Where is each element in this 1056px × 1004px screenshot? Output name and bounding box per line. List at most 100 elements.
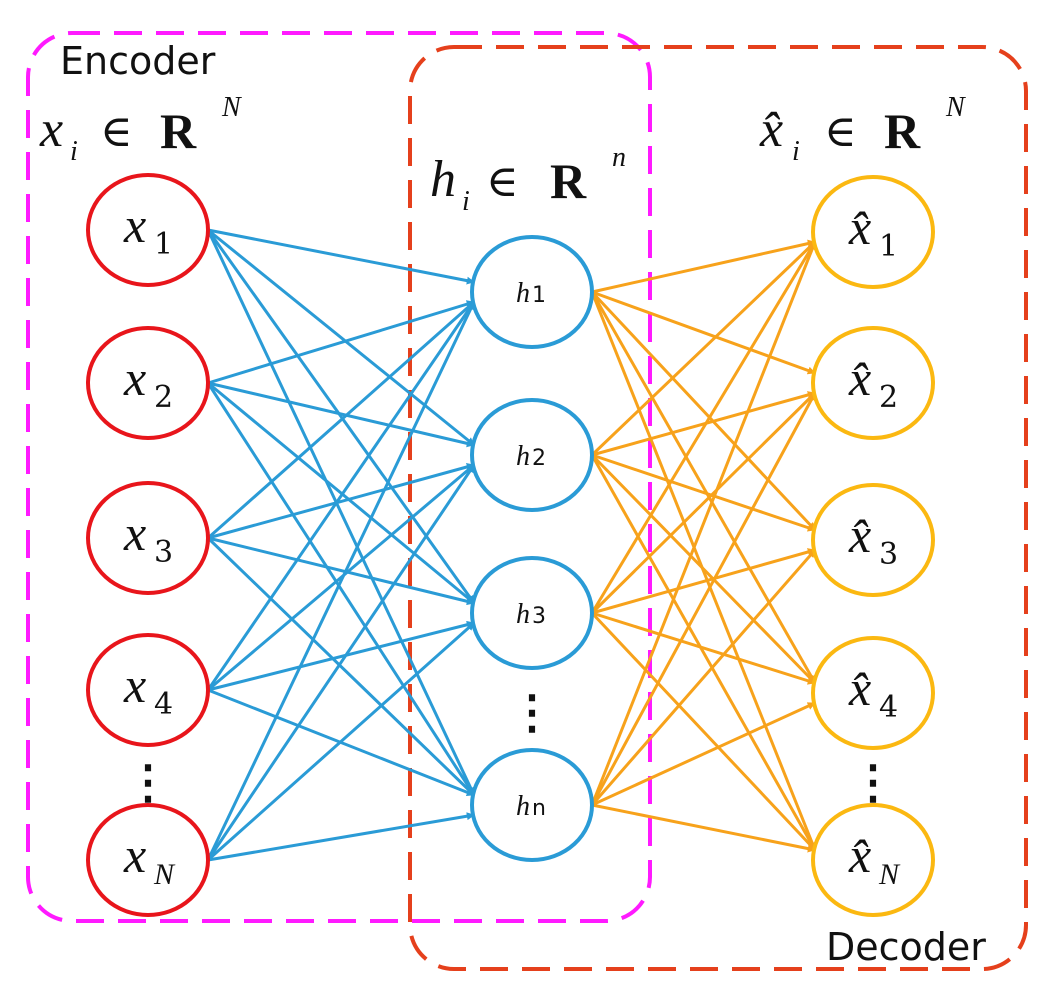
decoder-edge-4-3 <box>590 549 817 806</box>
decoder-edge-2-3 <box>591 453 816 532</box>
input-node-circle <box>86 173 210 287</box>
output-node-var: x̂ <box>848 507 871 563</box>
decoder-edge-1-3 <box>590 290 817 532</box>
encoder-edge-3-4 <box>206 536 476 797</box>
hidden-node-var: h <box>516 278 530 309</box>
output-node-5: x̂N <box>811 803 935 917</box>
decoder-edge-4-4 <box>591 701 816 807</box>
decoder-edge-2-2 <box>591 391 816 457</box>
input-space-sub: i <box>70 136 78 167</box>
hidden-node-sub: 1 <box>532 283 546 308</box>
input-node-circle <box>86 481 210 595</box>
input-node-circle <box>86 633 210 747</box>
encoder-edge-5-2 <box>206 464 476 861</box>
encoder-edge-5-1 <box>206 301 476 861</box>
hidden-space-in: ∈ <box>486 156 519 207</box>
encoder-edge-5-4 <box>207 812 475 862</box>
decoder-edge-2-5 <box>590 454 817 851</box>
decoder-edge-1-1 <box>591 239 816 294</box>
encoder-edge-2-3 <box>207 381 475 605</box>
decoder-edge-3-1 <box>590 241 817 614</box>
hidden-space-sup: n <box>612 142 626 173</box>
input-node-var: x <box>123 657 146 713</box>
encoder-edge-1-2 <box>207 228 475 447</box>
output-node-var: x̂ <box>848 827 871 883</box>
input-node-var: x <box>123 827 146 883</box>
encoder-edge-1-3 <box>206 229 476 604</box>
input-node-sub: 2 <box>154 380 173 415</box>
output-node-var: x̂ <box>848 660 871 716</box>
input-space-sup: N <box>221 92 242 123</box>
decoder-edge-4-2 <box>590 392 817 806</box>
output-node-circle <box>811 803 935 917</box>
output-node-circle <box>811 326 935 440</box>
encoder-edge-4-3 <box>207 620 475 692</box>
output-layer: x̂1x̂2x̂3x̂4x̂N <box>811 175 935 917</box>
decoder-edge-2-1 <box>590 240 817 457</box>
output-node-sub: 3 <box>879 537 898 572</box>
hidden-node-circle <box>470 748 594 862</box>
output-node-3: x̂3 <box>811 483 935 597</box>
input-node-sub: 1 <box>154 227 173 262</box>
decoder-edge-2-4 <box>590 453 817 685</box>
input-node-circle <box>86 803 210 917</box>
input-node-sub: 4 <box>154 687 173 722</box>
output-node-4: x̂4 <box>811 636 935 750</box>
input-node-sub: N <box>153 858 176 891</box>
input-space-var: x <box>39 101 63 158</box>
hidden-node-circle <box>470 398 594 512</box>
encoder-edge-1-4 <box>206 229 476 796</box>
hidden-node-circle <box>470 235 594 349</box>
input-space-in: ∈ <box>100 106 133 157</box>
output-space-set: R <box>884 103 921 159</box>
output-node-sub: 4 <box>879 690 898 725</box>
encoder-edges <box>206 228 476 862</box>
decoder-label: Decoder <box>826 925 986 969</box>
hidden-space-set: R <box>550 153 587 209</box>
input-node-var: x <box>123 350 146 406</box>
output-ellipsis: ⋮ <box>850 757 896 808</box>
hidden-space-sub: i <box>462 186 470 217</box>
output-node-var: x̂ <box>848 350 871 406</box>
encoder-label: Encoder <box>60 39 216 83</box>
decoder-edges <box>590 239 817 853</box>
decoder-edge-3-3 <box>591 548 816 615</box>
decoder-edge-1-4 <box>590 291 817 684</box>
output-node-sub: N <box>878 858 901 891</box>
output-space-sup: N <box>945 92 966 123</box>
output-node-1: x̂1 <box>811 175 935 289</box>
input-space-label: x i ∈ R N <box>39 92 242 167</box>
hidden-node-var: h <box>516 441 530 472</box>
encoder-edge-4-2 <box>207 463 475 692</box>
decoder-box <box>408 45 1028 971</box>
output-node-var: x̂ <box>848 199 871 255</box>
output-node-circle <box>811 483 935 597</box>
encoder-edge-4-1 <box>206 301 476 691</box>
decoder-edge-4-5 <box>591 803 816 853</box>
encoder-edge-3-1 <box>207 300 475 540</box>
hidden-node-circle <box>470 556 594 670</box>
decoder-edge-4-1 <box>590 241 817 806</box>
input-node-circle <box>86 326 210 440</box>
output-space-in: ∈ <box>824 106 857 157</box>
hidden-node-var: h <box>516 791 530 822</box>
input-ellipsis: ⋮ <box>125 757 171 808</box>
encoder-edge-2-4 <box>206 382 476 796</box>
output-node-sub: 1 <box>879 229 898 264</box>
hidden-node-var: h <box>516 599 530 630</box>
hidden-node-sub: n <box>532 796 546 821</box>
output-node-2: x̂2 <box>811 326 935 440</box>
decoder-edge-1-2 <box>591 290 816 375</box>
decoder-edge-3-5 <box>590 611 817 852</box>
output-node-circle <box>811 636 935 750</box>
hidden-ellipsis: ⋮ <box>509 687 555 738</box>
